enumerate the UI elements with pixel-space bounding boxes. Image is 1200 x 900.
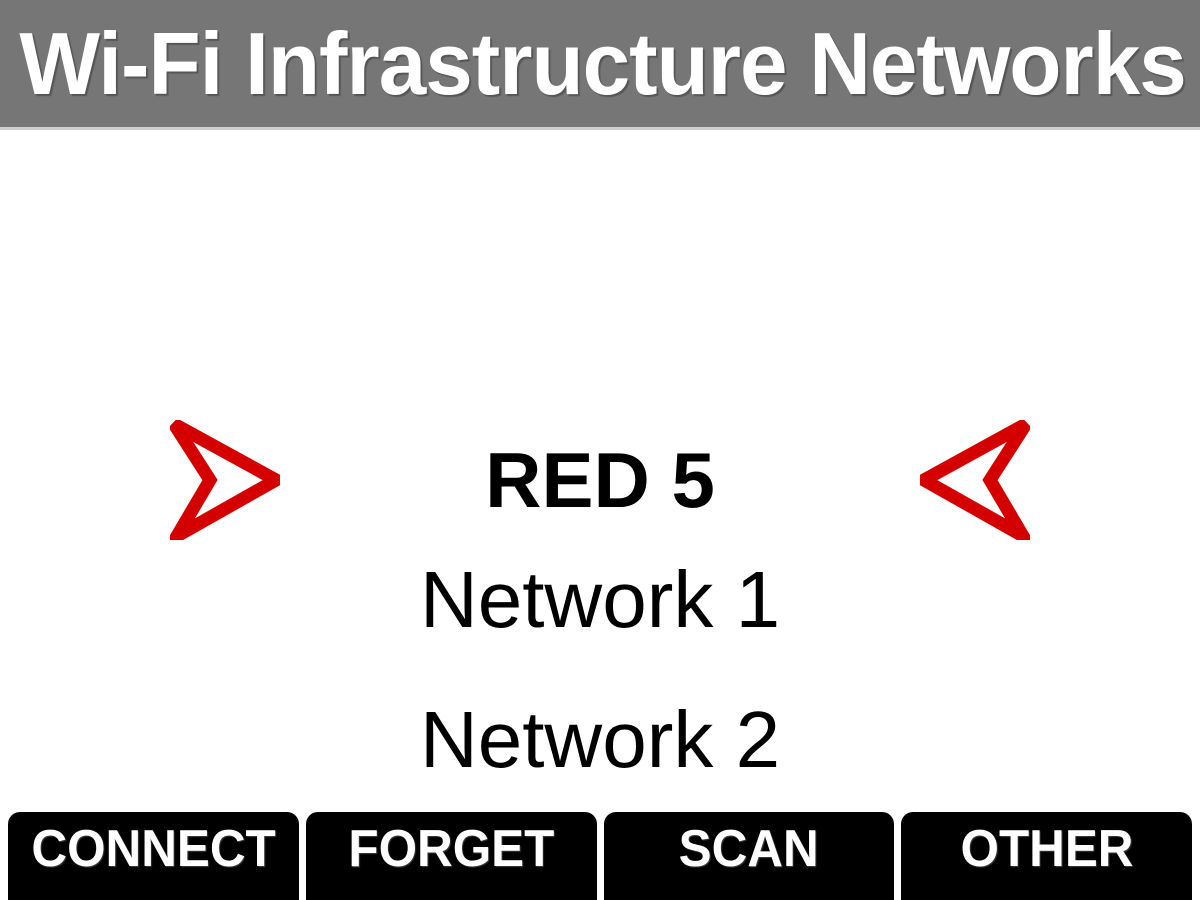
selected-network-row[interactable]: RED 5 [0,415,1200,545]
arrow-left-outline-icon [920,420,1030,540]
page-title: Wi-Fi Infrastructure Networks [19,13,1186,113]
title-bar: Wi-Fi Infrastructure Networks [0,0,1200,130]
network-list: RED 5 Network 1 Network 2 [0,130,1200,812]
scan-button-label: SCAN [678,820,819,878]
other-button-label: OTHER [960,820,1134,878]
scan-button[interactable]: SCAN [603,812,895,900]
other-button[interactable]: OTHER [901,812,1192,900]
connect-button[interactable]: CONNECT [8,812,299,900]
list-item[interactable]: Network 1 [419,555,781,644]
forget-button[interactable]: FORGET [305,812,597,900]
action-button-bar: CONNECT FORGET SCAN OTHER [0,812,1200,900]
list-item[interactable]: Network 2 [419,695,781,784]
selected-network-name: RED 5 [485,436,715,524]
forget-button-label: FORGET [348,820,555,878]
connect-button-label: CONNECT [31,820,276,878]
arrow-right-outline-icon [170,420,280,540]
